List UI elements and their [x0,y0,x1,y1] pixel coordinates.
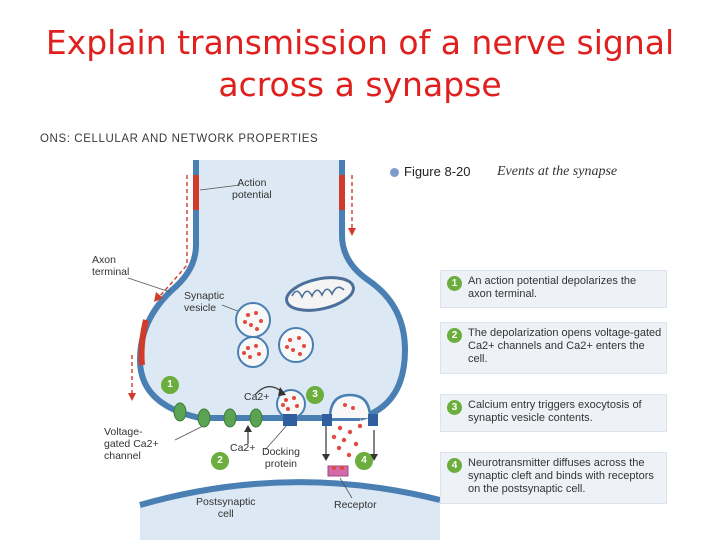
ap-arrowhead-terminal [128,393,136,401]
action-potential-segment-terminal [138,319,149,366]
book-header: ONS: CELLULAR AND NETWORK PROPERTIES [40,133,319,145]
title-line-2: across a synapse [218,65,502,104]
axon-membrane-right [339,160,409,421]
label-axon-terminal: Axon terminal [92,254,130,278]
step-number: 2 [447,328,462,343]
ap-arrowhead-left [154,292,163,302]
mitochondrion [285,276,355,312]
step-text: Calcium entry triggers exocytosis of syn… [468,399,642,424]
step-text: An action potential depolarizes the axon… [468,275,637,300]
postsynaptic-membrane [139,479,441,508]
label-action-potential: Action potential [232,177,272,201]
docking-protein [283,414,297,426]
step-text: Neurotransmitter diffuses across the syn… [468,457,654,495]
diagram-badge-4: 4 [355,452,373,470]
axon-terminal [140,160,405,418]
figure-number: Figure 8-20 [404,164,471,179]
docking-protein [322,414,332,426]
label-receptor: Receptor [334,499,377,511]
neurotransmitter-cloud [331,423,363,458]
figure-label: Figure 8-20 [390,164,470,179]
label-ca-top: Ca2+ [244,391,270,403]
step-text: The depolarization opens voltage-gated C… [468,327,662,365]
slide-title: Explain transmission of a nerve signal a… [0,22,720,106]
step-box-4: 4 Neurotransmitter diffuses across the s… [440,452,667,504]
ca-channel [173,402,187,422]
label-ca-bottom: Ca2+ [230,442,256,454]
diagram-badge-2: 2 [211,452,229,470]
step-number: 4 [447,458,462,473]
synaptic-vesicle [278,327,314,363]
pointer-voltage-gated [174,424,206,441]
synaptic-vesicle [235,302,271,338]
diagram-badge-3: 3 [306,386,324,404]
step-box-1: 1 An action potential depolarizes the ax… [440,270,667,308]
pointer-receptor [339,477,353,499]
step-number: 3 [447,400,462,415]
step-box-3: 3 Calcium entry triggers exocytosis of s… [440,394,667,432]
step-box-2: 2 The depolarization opens voltage-gated… [440,322,667,374]
ap-arrow-left [157,175,188,299]
diagram-badge-1: 1 [161,376,179,394]
figure-bullet-icon [390,168,399,178]
postsynaptic-cell [140,482,440,540]
ca-channel [249,408,263,428]
label-docking-protein: Docking protein [262,446,300,470]
synaptic-vesicle [237,336,269,368]
step-number: 1 [447,276,462,291]
pointer-docking [264,423,289,451]
pointer-axon-terminal [127,277,171,293]
ca-channel [197,408,211,428]
docked-vesicle [276,389,306,419]
pointer-action-potential [199,184,241,191]
pointer-vesicle [221,304,241,313]
figure-caption: Events at the synapse [497,164,618,179]
receptor [327,465,349,477]
label-voltage-gated-channel: Voltage- gated Ca2+ channel [104,426,159,462]
title-line-1: Explain transmission of a nerve signal [45,23,675,62]
ca-channel [223,408,237,428]
exocytosis-pocket [328,393,372,419]
ap-arrowhead-right [348,228,356,236]
label-synaptic-vesicle: Synaptic vesicle [184,290,225,314]
label-postsynaptic-cell: Postsynaptic cell [196,496,256,520]
docking-protein [368,414,378,426]
